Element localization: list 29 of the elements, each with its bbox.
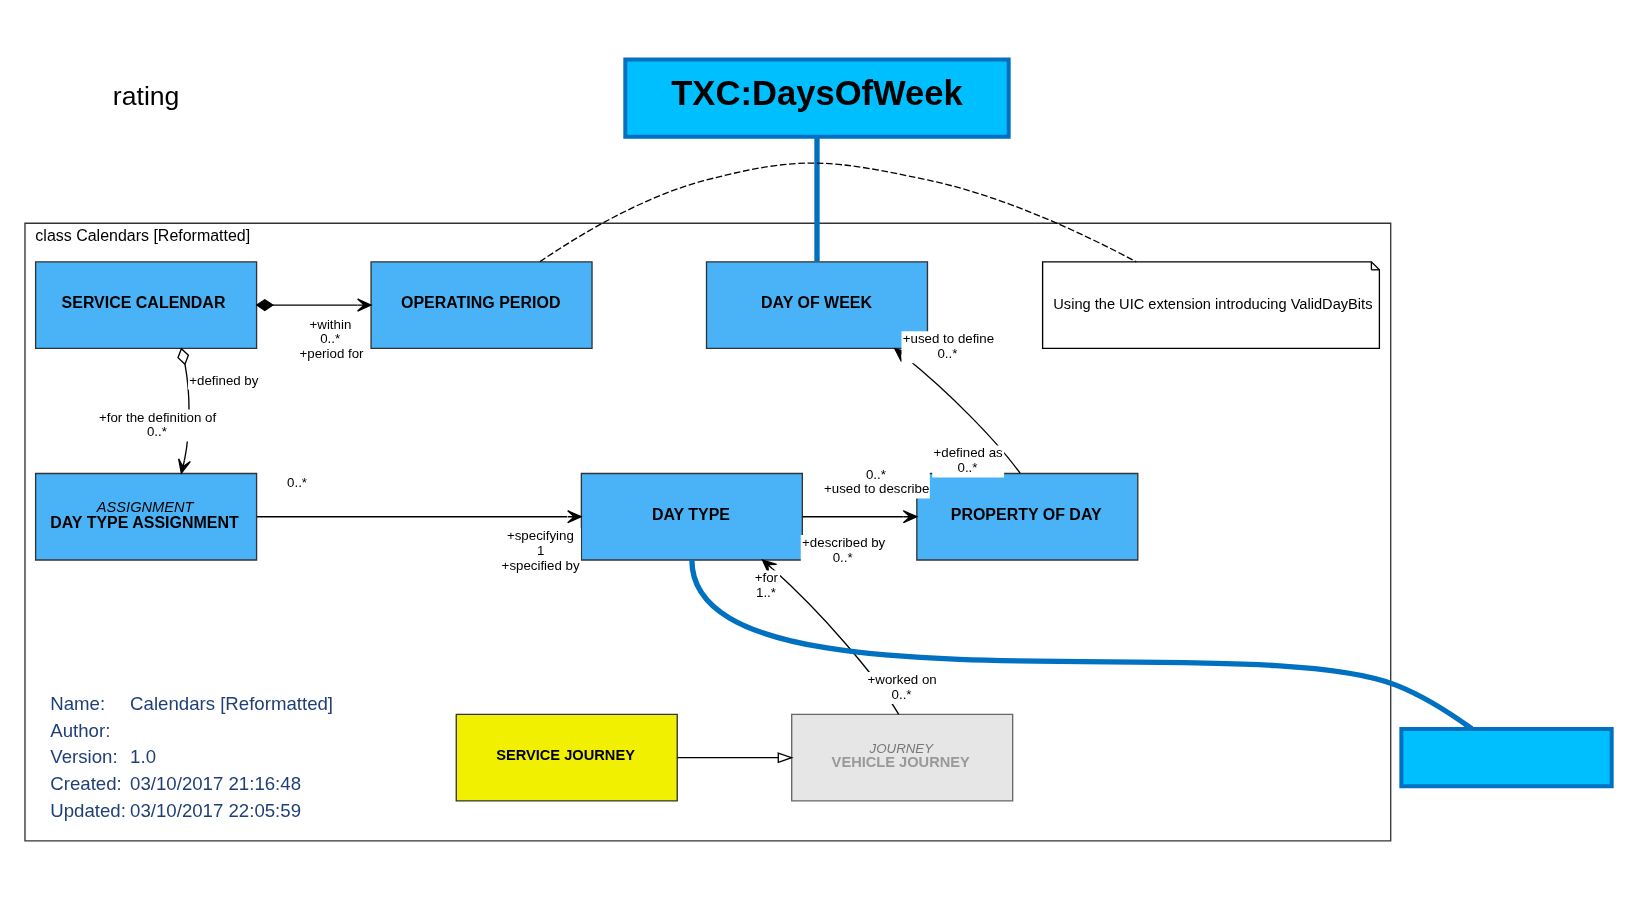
label: 0..* bbox=[286, 474, 307, 490]
label: +specifying bbox=[506, 528, 574, 544]
label: 1.0 bbox=[129, 746, 156, 768]
label: +period for bbox=[299, 345, 363, 361]
label: +worked on bbox=[867, 671, 937, 687]
label: +for bbox=[754, 570, 778, 586]
label: +described by bbox=[801, 534, 885, 550]
label: +defined as bbox=[933, 445, 1003, 461]
label: Created: bbox=[49, 772, 122, 794]
label: Updated: bbox=[49, 799, 126, 821]
label: +within bbox=[309, 316, 351, 332]
label: 03/10/2017 21:16:48 bbox=[129, 772, 301, 794]
label: 0..* bbox=[146, 424, 167, 440]
label: +defined by bbox=[188, 372, 258, 388]
label: 1 bbox=[536, 542, 544, 558]
label: Calendars [Reformatted] bbox=[129, 693, 333, 715]
label: 1..* bbox=[755, 585, 776, 601]
label: +specified by bbox=[501, 557, 580, 573]
label: 0..* bbox=[865, 466, 886, 482]
label: rating bbox=[112, 80, 179, 111]
label: 0..* bbox=[319, 331, 340, 347]
label: Version: bbox=[49, 746, 118, 768]
label: Author: bbox=[49, 719, 110, 741]
label: 03/10/2017 22:05:59 bbox=[129, 799, 301, 821]
label: 0..* bbox=[891, 686, 912, 702]
label: 0..* bbox=[936, 345, 957, 361]
label: 0..* bbox=[832, 549, 853, 565]
label: +for the definition of bbox=[98, 409, 216, 425]
label: Name: bbox=[49, 693, 105, 715]
